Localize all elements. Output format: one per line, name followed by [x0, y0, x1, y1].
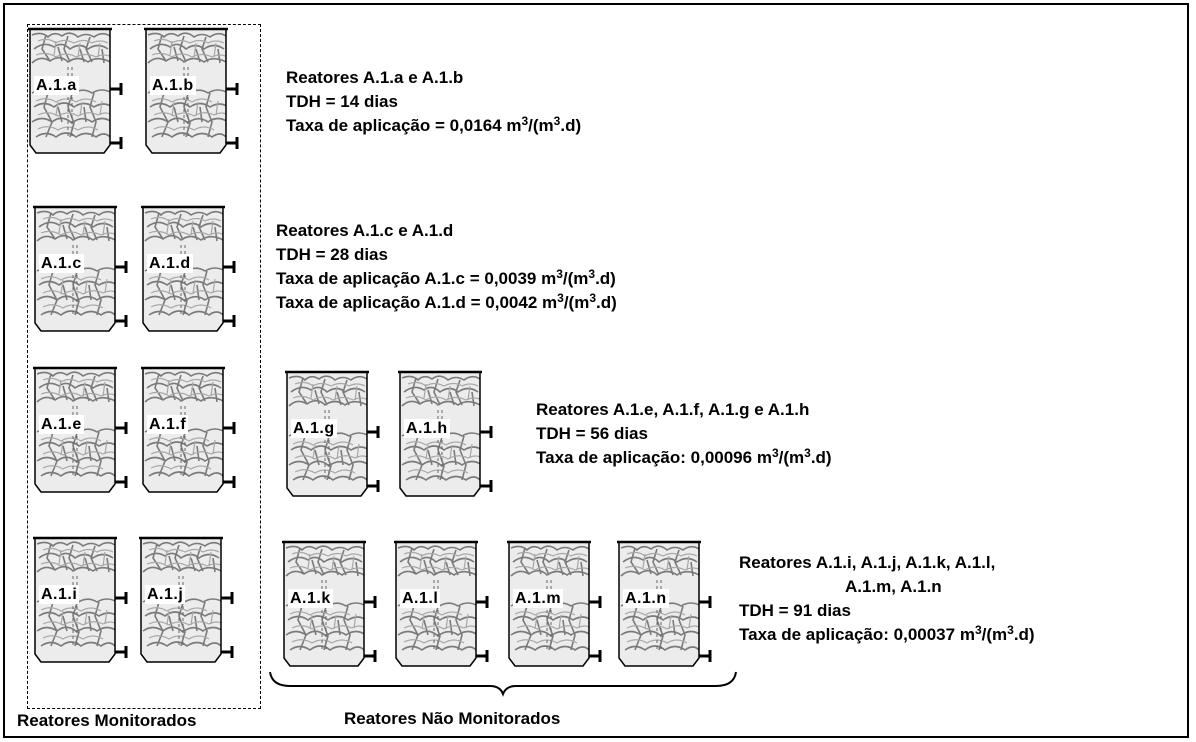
tap-lower-icon	[589, 650, 602, 662]
reactor-label: A.1.n	[623, 589, 669, 608]
tap-upper-icon	[699, 596, 712, 608]
reactor-label: A.1.m	[513, 589, 564, 608]
tap-lower-icon	[367, 480, 380, 492]
reactor-h: A.1.h	[398, 370, 493, 500]
group-4-info: Reatores A.1.i, A.1.j, A.1.k, A.1.l, A.1…	[739, 551, 1035, 647]
group-4-title-line1: Reatores A.1.i, A.1.j, A.1.k, A.1.l,	[739, 553, 996, 572]
reactor-b: A.1.b	[144, 27, 239, 157]
tap-upper-icon	[367, 426, 380, 438]
tap-upper-icon	[221, 592, 234, 604]
reactor-c: A.1.c	[33, 205, 128, 335]
reactor-label: A.1.e	[39, 415, 84, 434]
tap-upper-icon	[223, 422, 236, 434]
group-3-tdh: TDH = 56 dias	[536, 424, 648, 443]
group-2-info: Reatores A.1.c e A.1.d TDH = 28 dias Tax…	[276, 219, 617, 315]
tap-lower-icon	[115, 646, 128, 658]
reactor-i: A.1.i	[33, 536, 128, 666]
tap-upper-icon	[476, 596, 489, 608]
tap-upper-icon	[226, 83, 239, 95]
monitored-caption: Reatores Monitorados	[17, 711, 197, 730]
tap-upper-icon	[223, 261, 236, 273]
reactor-label: A.1.d	[147, 254, 193, 273]
tap-upper-icon	[480, 426, 493, 438]
reactor-d: A.1.d	[141, 205, 236, 335]
tap-lower-icon	[480, 480, 493, 492]
reactor-label: A.1.c	[39, 254, 84, 273]
group-3-info: Reatores A.1.e, A.1.f, A.1.g e A.1.h TDH…	[536, 398, 832, 470]
reactor-a: A.1.a	[28, 27, 123, 157]
tap-upper-icon	[115, 261, 128, 273]
group-2-title: Reatores A.1.c e A.1.d	[276, 221, 454, 240]
group-2-rate-c: Taxa de aplicação A.1.c = 0,0039 m3/(m3.…	[276, 267, 616, 288]
reactor-label: A.1.k	[288, 589, 333, 608]
tap-upper-icon	[115, 422, 128, 434]
group-1-info: Reatores A.1.a e A.1.b TDH = 14 dias Tax…	[286, 66, 581, 138]
reactor-label: A.1.b	[150, 76, 196, 95]
tap-upper-icon	[364, 596, 377, 608]
tap-lower-icon	[699, 650, 712, 662]
reactor-g: A.1.g	[285, 370, 380, 500]
tap-upper-icon	[589, 596, 602, 608]
group-2-tdh: TDH = 28 dias	[276, 245, 388, 264]
tap-lower-icon	[221, 646, 234, 658]
tap-lower-icon	[364, 650, 377, 662]
reactor-label: A.1.h	[404, 419, 450, 438]
monitored-reactors-box	[27, 24, 261, 709]
unmonitored-caption: Reatores Não Monitorados	[344, 709, 561, 728]
reactor-f: A.1.f	[141, 366, 236, 496]
group-4-title-line2: A.1.m, A.1.n	[845, 577, 942, 596]
reactor-l: A.1.l	[394, 540, 489, 670]
reactor-label: A.1.i	[39, 585, 80, 604]
reactor-k: A.1.k	[282, 540, 377, 670]
reactor-label: A.1.a	[34, 76, 79, 95]
group-1-title: Reatores A.1.a e A.1.b	[286, 68, 464, 87]
tap-lower-icon	[115, 315, 128, 327]
tap-lower-icon	[476, 650, 489, 662]
group-1-rate: Taxa de aplicação = 0,0164 m3/(m3.d)	[286, 114, 582, 135]
unmonitored-brace	[269, 671, 737, 697]
group-4-rate: Taxa de aplicação: 0,00037 m3/(m3.d)	[739, 623, 1035, 644]
tap-lower-icon	[226, 137, 239, 149]
group-4-tdh: TDH = 91 dias	[739, 601, 851, 620]
reactor-m: A.1.m	[507, 540, 602, 670]
tap-upper-icon	[110, 83, 123, 95]
reactor-e: A.1.e	[33, 366, 128, 496]
reactor-n: A.1.n	[617, 540, 712, 670]
tap-lower-icon	[110, 137, 123, 149]
reactor-label: A.1.g	[291, 419, 337, 438]
reactor-label: A.1.l	[400, 589, 441, 608]
tap-upper-icon	[115, 592, 128, 604]
reactor-label: A.1.j	[145, 585, 186, 604]
tap-lower-icon	[223, 315, 236, 327]
group-3-title: Reatores A.1.e, A.1.f, A.1.g e A.1.h	[536, 400, 810, 419]
group-3-rate: Taxa de aplicação: 0,00096 m3/(m3.d)	[536, 446, 832, 467]
reactor-j: A.1.j	[139, 536, 234, 666]
tap-lower-icon	[115, 476, 128, 488]
group-1-tdh: TDH = 14 dias	[286, 92, 398, 111]
tap-lower-icon	[223, 476, 236, 488]
group-2-rate-d: Taxa de aplicação A.1.d = 0,0042 m3/(m3.…	[276, 291, 617, 312]
reactor-label: A.1.f	[147, 415, 189, 434]
